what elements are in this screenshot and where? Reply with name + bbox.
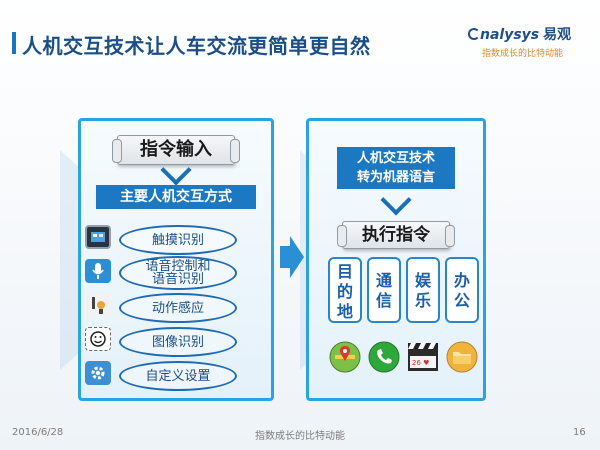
page-number: 16 [573, 427, 586, 438]
gear-icon [85, 361, 111, 385]
logo-brand-latin: nalysys [480, 27, 540, 43]
method-image-label: 图像识别 [151, 334, 204, 350]
category-communication-char: 信 [375, 291, 392, 310]
method-image: 图像识别 [119, 327, 237, 357]
category-communication-char: 通 [375, 271, 392, 290]
clapper-text: 26 ♥ [412, 359, 429, 367]
category-office: 办 公 [445, 257, 479, 323]
execute-header-scroll: 执行指令 [337, 221, 455, 249]
method-touch-label: 触摸识别 [151, 232, 204, 248]
machine-language-line2: 转为机器语言 [356, 170, 435, 185]
method-motion-label: 动作感应 [151, 300, 204, 316]
input-panel: 指令输入 主要人机交互方式 触摸识别 语音控制和 语音识别 动作感应 图像识别 … [78, 118, 274, 401]
method-voice: 语音控制和 语音识别 [119, 256, 237, 290]
logo-brand-cn: 易观 [543, 27, 572, 43]
category-destination-char: 的 [336, 282, 353, 301]
input-header-scroll: 指令输入 [112, 135, 240, 165]
folder-icon [446, 341, 478, 373]
chevron-down-icon [380, 184, 412, 216]
face-icon [85, 327, 111, 351]
category-entertainment-char: 乐 [414, 291, 431, 310]
method-custom-label: 自定义设置 [145, 368, 211, 384]
category-communication: 通 信 [367, 257, 401, 323]
method-voice-line2: 语音识别 [151, 272, 204, 287]
category-destination: 目 的 地 [328, 257, 362, 323]
input-header-label: 指令输入 [140, 139, 212, 160]
page-title: 人机交互技术让人车交流更简单更自然 [22, 34, 371, 58]
category-entertainment-char: 娱 [414, 271, 431, 290]
category-office-char: 公 [453, 291, 470, 310]
category-office-char: 办 [453, 271, 470, 290]
microphone-icon [85, 259, 111, 283]
execute-panel: 人机交互技术 转为机器语言 执行指令 目 的 地 通 信 娱 乐 办 公 [306, 118, 486, 401]
method-custom: 自定义设置 [119, 361, 237, 391]
footer-date: 2016/6/28 [12, 427, 64, 438]
phone-icon [368, 341, 400, 373]
right-arrow-icon [280, 236, 304, 278]
machine-language-band: 人机交互技术 转为机器语言 [337, 147, 455, 189]
logo-swoosh-icon [468, 28, 480, 40]
gesture-icon [85, 293, 111, 317]
title-accent-bar [12, 32, 16, 54]
footer-tagline: 指数成长的比特动能 [255, 431, 345, 442]
touchscreen-icon [85, 225, 111, 249]
category-entertainment: 娱 乐 [406, 257, 440, 323]
machine-language-line1: 人机交互技术 [356, 151, 435, 166]
category-destination-char: 地 [336, 302, 353, 321]
method-motion: 动作感应 [119, 293, 237, 323]
input-methods-band: 主要人机交互方式 [96, 185, 256, 209]
execute-header-label: 执行指令 [362, 225, 430, 245]
clapperboard-icon: 26 ♥ [408, 343, 438, 371]
input-methods-band-label: 主要人机交互方式 [120, 189, 232, 205]
map-pin-icon [329, 341, 361, 373]
method-voice-line1: 语音控制和 [145, 259, 211, 274]
category-destination-char: 目 [336, 262, 353, 281]
method-touch: 触摸识别 [119, 225, 237, 255]
logo-tagline: 指数成长的比特动能 [482, 49, 564, 59]
